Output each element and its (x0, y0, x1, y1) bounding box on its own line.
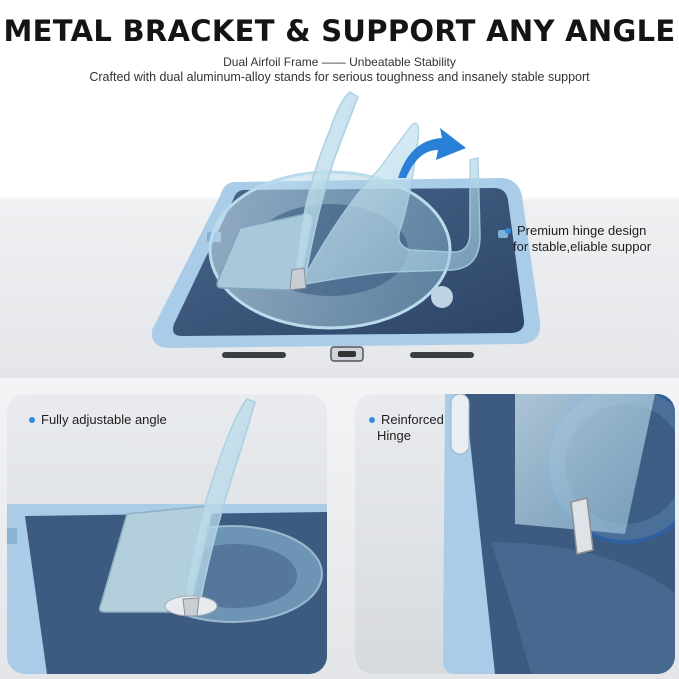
callout-reinforced-line2: Hinge (377, 428, 411, 443)
callout-adjustable-angle: Fully adjustable angle (29, 412, 167, 428)
round-foot (431, 286, 453, 308)
callout-hinge-design: Premium hinge design for stable,eliable … (505, 223, 651, 255)
hinge-closeup-illustration (443, 394, 675, 674)
detail-panel-hinge: Reinforced Hinge (355, 394, 675, 674)
tablet-case-illustration (151, 91, 541, 362)
callout-hinge-line1: Premium hinge design (517, 223, 647, 238)
angle-illustration (7, 398, 327, 674)
callout-hinge-line2: for stable,eliable suppor (513, 239, 652, 254)
speaker-grille-left (222, 352, 286, 358)
bullet-dot (369, 416, 375, 423)
hinge (289, 267, 307, 291)
subheadline: Dual Airfoil Frame —— Unbeatable Stabili… (223, 55, 456, 69)
bullet-dot (505, 227, 511, 234)
callout-reinforced-hinge: Reinforced Hinge (369, 412, 444, 444)
stand-frame-wing (298, 122, 481, 287)
detail-panel-angle: Fully adjustable angle (7, 394, 327, 674)
bullet-dot (29, 416, 35, 423)
headline: METAL BRACKET & SUPPORT ANY ANGLE (3, 14, 676, 48)
description: Crafted with dual aluminum-alloy stands … (89, 70, 590, 84)
rotation-arrow (398, 128, 466, 178)
callout-angle-text: Fully adjustable angle (41, 412, 167, 427)
stand-frame-upright (294, 91, 359, 287)
callout-reinforced-line1: Reinforced (381, 412, 444, 427)
speaker-grille-right (410, 352, 474, 358)
